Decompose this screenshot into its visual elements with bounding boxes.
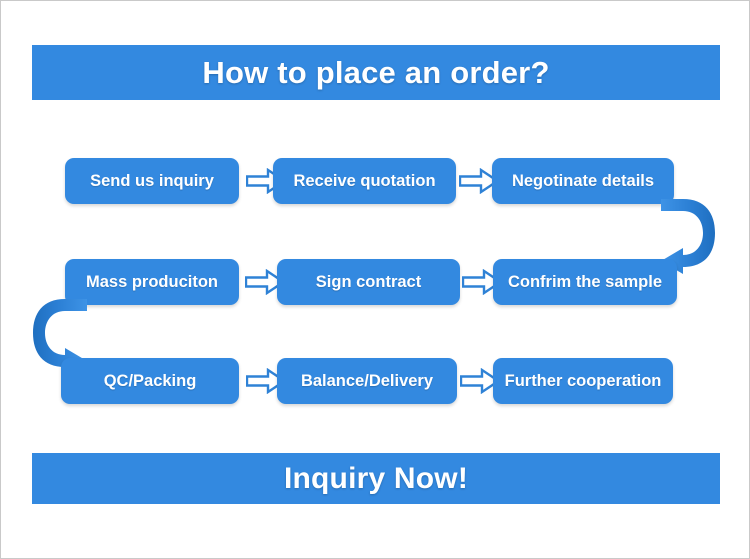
flow-node-label: Negotinate details [511, 171, 655, 190]
arrow-right-icon [461, 268, 503, 296]
footer-banner-label: Inquiry Now! [283, 461, 469, 495]
flow-node-label: Send us inquiry [90, 171, 214, 190]
header-banner: How to place an order? [32, 45, 720, 100]
flow-node-negotinate-details[interactable]: Negotinate details [492, 158, 674, 204]
flow-node-label: Mass produciton [85, 272, 218, 291]
flow-node-send-us-inquiry[interactable]: Send us inquiry [65, 158, 239, 204]
flow-node-confrim-the-sample[interactable]: Confrim the sample [493, 259, 677, 305]
flow-node-label: QC/Packing [103, 371, 197, 390]
flow-node-mass-produciton[interactable]: Mass produciton [65, 259, 239, 305]
flow-node-label: Balance/Delivery [300, 371, 434, 390]
flow-node-label: Confrim the sample [507, 272, 663, 291]
flow-node-label: Further cooperation [504, 371, 662, 390]
curved-uturn-left-icon [29, 295, 95, 375]
flow-node-label: Sign contract [315, 272, 422, 291]
flow-node-receive-quotation[interactable]: Receive quotation [273, 158, 456, 204]
flow-node-further-cooperation[interactable]: Further cooperation [493, 358, 673, 404]
arrow-right-icon [244, 268, 286, 296]
flow-node-sign-contract[interactable]: Sign contract [277, 259, 460, 305]
flow-node-qc-packing[interactable]: QC/Packing [61, 358, 239, 404]
curved-uturn-right-icon [653, 195, 719, 275]
flow-node-balance-delivery[interactable]: Balance/Delivery [277, 358, 457, 404]
arrow-right-icon [459, 367, 501, 395]
arrow-right-icon [245, 367, 287, 395]
footer-banner-inquiry-now[interactable]: Inquiry Now! [32, 453, 720, 504]
page-title: How to place an order? [202, 54, 550, 90]
flow-node-label: Receive quotation [293, 171, 436, 190]
arrow-right-icon [458, 167, 500, 195]
